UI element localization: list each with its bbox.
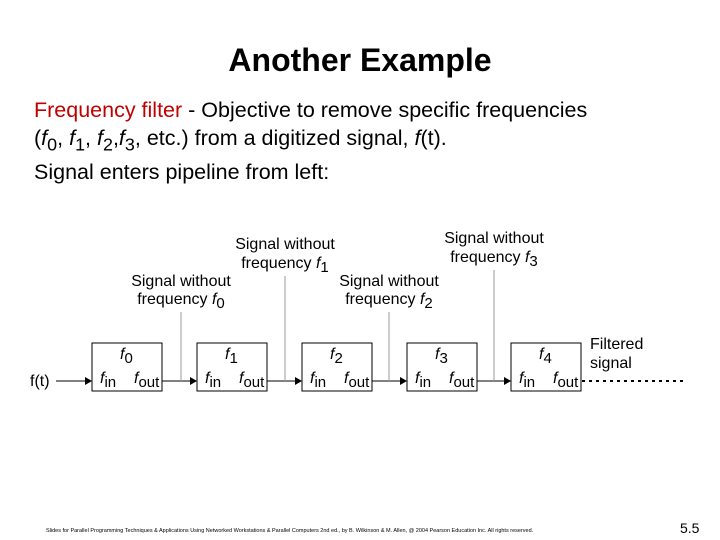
fn-arg: (t): [420, 126, 441, 150]
stage-link-arrowhead: [295, 377, 302, 385]
output-label-line1: Signal without: [131, 273, 231, 290]
sep: ,: [85, 126, 97, 150]
f3-sub: 3: [124, 134, 135, 155]
stage-link-arrowhead: [504, 377, 511, 385]
output-label-line2: frequency f2: [345, 291, 433, 312]
term-frequency-filter: Frequency filter: [34, 98, 183, 122]
output-label-line1: Signal without: [235, 236, 335, 253]
stage-fout-label: fout: [134, 370, 160, 391]
stage-fin-label: fin: [415, 370, 431, 391]
stage-links: [162, 377, 511, 385]
stage-frequency-label: f1: [225, 346, 238, 367]
stage-box: [406, 342, 478, 392]
sep: ,: [57, 126, 70, 150]
output-label-1: Signal without frequency f1: [235, 236, 335, 381]
period: .: [440, 126, 447, 150]
stage-link-arrowhead: [190, 377, 197, 385]
stage-fin-label: fin: [100, 370, 116, 391]
stage-fout-label: fout: [344, 370, 370, 391]
body-line-3: Signal enters pipeline from left:: [34, 160, 330, 185]
stage-box: [301, 342, 373, 392]
stage-fout-label: fout: [553, 370, 579, 391]
footer-credits: Slides for Parallel Programming Techniqu…: [46, 528, 534, 534]
f0-sub: 0: [47, 134, 58, 155]
body-line-1-rest: - Objective to remove specific frequenci…: [182, 98, 588, 122]
paren-open: (: [34, 126, 42, 150]
input-label: f(t): [30, 373, 50, 390]
stage-fin-label: fin: [519, 370, 535, 391]
stage-fout-label: fout: [449, 370, 475, 391]
slide-number: 5.5: [680, 520, 700, 536]
output-label-line2: frequency f1: [241, 255, 329, 276]
stage-fin-label: fin: [310, 370, 326, 391]
filtered-signal-label-2: signal: [590, 355, 632, 372]
stage-link-arrowhead: [400, 377, 407, 385]
output-label-line1: Signal without: [444, 230, 544, 247]
stage-frequency-label: f0: [120, 346, 133, 367]
body-line-2-rest: , etc.) from a digitized signal,: [134, 126, 415, 150]
output-label-3: Signal without frequency f3: [444, 230, 544, 381]
f1-sub: 1: [75, 134, 86, 155]
stage-box: [91, 342, 163, 392]
stage-frequency-label: f4: [539, 346, 552, 367]
stage-box: [196, 342, 268, 392]
stage-fin-label: fin: [205, 370, 221, 391]
slide-body: Frequency filter - Objective to remove s…: [34, 96, 704, 186]
output-label-line2: frequency f0: [137, 291, 225, 312]
body-line-1: Frequency filter - Objective to remove s…: [34, 96, 704, 124]
stage-frequency-label: f3: [435, 346, 448, 367]
body-line-2: (f0, f1, f2,f3, etc.) from a digitized s…: [34, 126, 447, 155]
output-label-line2: frequency f3: [450, 249, 538, 270]
output-label-line1: Signal without: [339, 273, 439, 290]
filtered-signal-label-1: Filtered: [590, 336, 643, 353]
f2-sub: 2: [102, 134, 113, 155]
input-arrowhead: [85, 377, 92, 385]
stage-box: [510, 342, 582, 392]
sep: ,: [112, 126, 119, 150]
fn-f: f: [414, 126, 421, 150]
slide-title: Another Example: [228, 42, 492, 78]
stage-fout-label: fout: [239, 370, 265, 391]
stage-frequency-label: f2: [330, 346, 343, 367]
